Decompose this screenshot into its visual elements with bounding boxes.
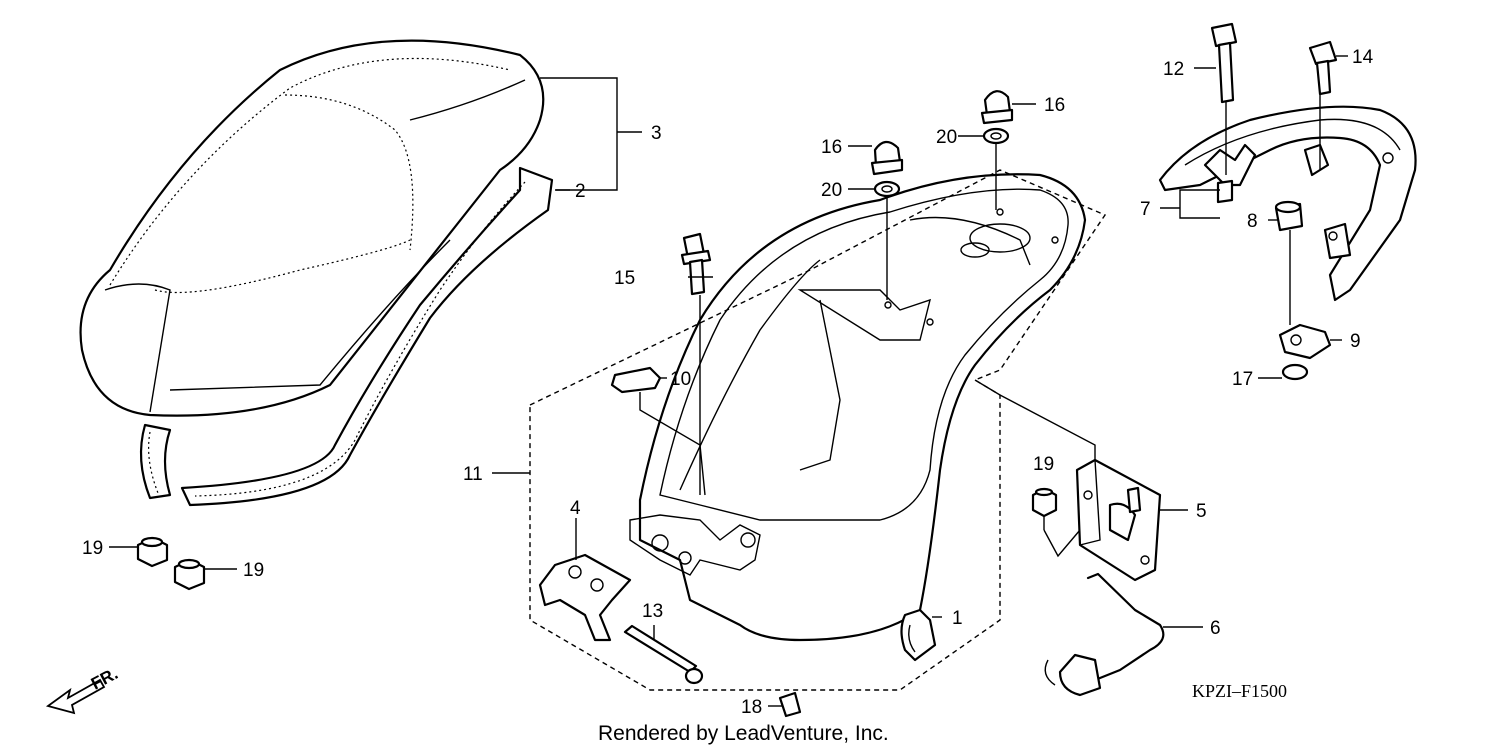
callout-14: 14 (1352, 47, 1374, 68)
callout-15: 15 (614, 268, 635, 289)
clip-part[interactable] (778, 691, 802, 718)
cap-nut-part-2[interactable] (980, 90, 1014, 125)
callout-19a: 19 (82, 538, 103, 559)
seat-lock-cable-part[interactable] (1044, 572, 1165, 697)
callout-2: 2 (575, 181, 586, 202)
callout-10: 10 (670, 369, 691, 390)
bracket-part[interactable] (538, 553, 632, 642)
callout-8: 8 (1247, 211, 1258, 232)
callout-1: 1 (952, 608, 963, 629)
callout-17: 17 (1232, 369, 1253, 390)
diagram-code: KPZI–F1500 (1192, 681, 1287, 701)
nut-19-part-3[interactable] (1031, 487, 1058, 518)
washer-17-part[interactable] (1281, 363, 1309, 381)
plate-part[interactable] (1278, 323, 1332, 360)
callout-7: 7 (1140, 199, 1151, 220)
bolt-15-part[interactable] (680, 232, 712, 296)
washer-part-2[interactable] (982, 127, 1010, 145)
cable-clip-part[interactable] (900, 608, 937, 662)
seat-part[interactable] (79, 39, 545, 417)
bolt-12-part[interactable] (1210, 22, 1238, 104)
callout-3: 3 (651, 123, 662, 144)
leader-lines (109, 55, 1348, 707)
callout-16b: 16 (1044, 95, 1065, 116)
callout-13: 13 (642, 601, 663, 622)
long-bolt-part[interactable] (623, 624, 704, 685)
callout-20a: 20 (821, 180, 842, 201)
seat-rubber-part[interactable] (139, 166, 554, 507)
callout-6: 6 (1210, 618, 1221, 639)
callout-19c: 19 (1033, 454, 1054, 475)
callout-16a: 16 (821, 137, 842, 158)
callout-12: 12 (1163, 59, 1184, 80)
callout-19b: 19 (243, 560, 264, 581)
bolt-14-part[interactable] (1308, 40, 1338, 96)
collar-part[interactable] (1274, 200, 1304, 232)
callout-4: 4 (570, 498, 581, 519)
luggage-box-part[interactable] (629, 173, 1087, 642)
seat-lock-part[interactable] (1075, 458, 1162, 582)
callout-labels: 1 2 3 4 5 6 7 8 9 10 11 12 13 14 15 16 1… (82, 47, 1374, 718)
callout-18: 18 (741, 697, 762, 718)
callout-11: 11 (463, 464, 483, 485)
front-direction-arrow: FR. (45, 664, 121, 715)
callout-20b: 20 (936, 127, 957, 148)
callout-9: 9 (1350, 331, 1361, 352)
rear-carrier-part[interactable] (1158, 105, 1417, 302)
nut-19-part-2[interactable] (173, 558, 206, 591)
washer-part[interactable] (873, 180, 901, 198)
switch-part[interactable] (610, 366, 662, 394)
cap-nut-part[interactable] (870, 140, 904, 176)
nut-19-part[interactable] (136, 536, 169, 568)
credit-text: Rendered by LeadVenture, Inc. (598, 722, 889, 745)
callout-5: 5 (1196, 501, 1207, 522)
